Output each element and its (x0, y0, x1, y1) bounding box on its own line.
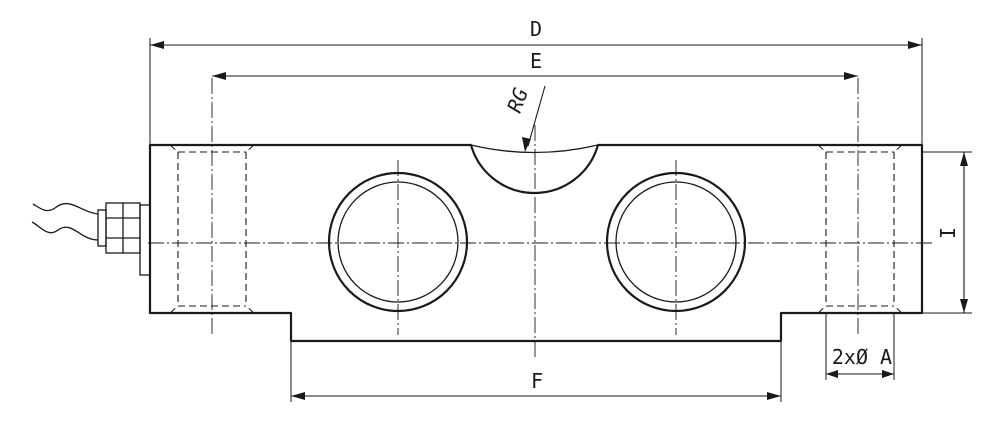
cable-gland (97, 202, 151, 276)
right-mounting-hole-hidden (817, 144, 903, 314)
dimension-hole-diameter (825, 313, 895, 380)
dimension-e (212, 72, 858, 80)
groove-top-line (470, 144, 599, 154)
label-e: E (530, 49, 542, 73)
label-f: F (531, 369, 543, 393)
label-hole-spec: 2xØ A (832, 345, 892, 369)
right-through-hole (605, 171, 747, 313)
dimension-f (290, 341, 782, 402)
label-i: I (936, 227, 960, 239)
label-rg: RG (502, 85, 533, 116)
left-through-hole (327, 171, 469, 313)
dimension-i (922, 151, 972, 314)
label-d: D (530, 17, 542, 41)
dimension-d (149, 38, 923, 145)
body-outline (148, 143, 924, 343)
rg-leader (522, 85, 546, 152)
cable (31, 202, 99, 241)
left-mounting-hole-hidden (169, 144, 255, 314)
